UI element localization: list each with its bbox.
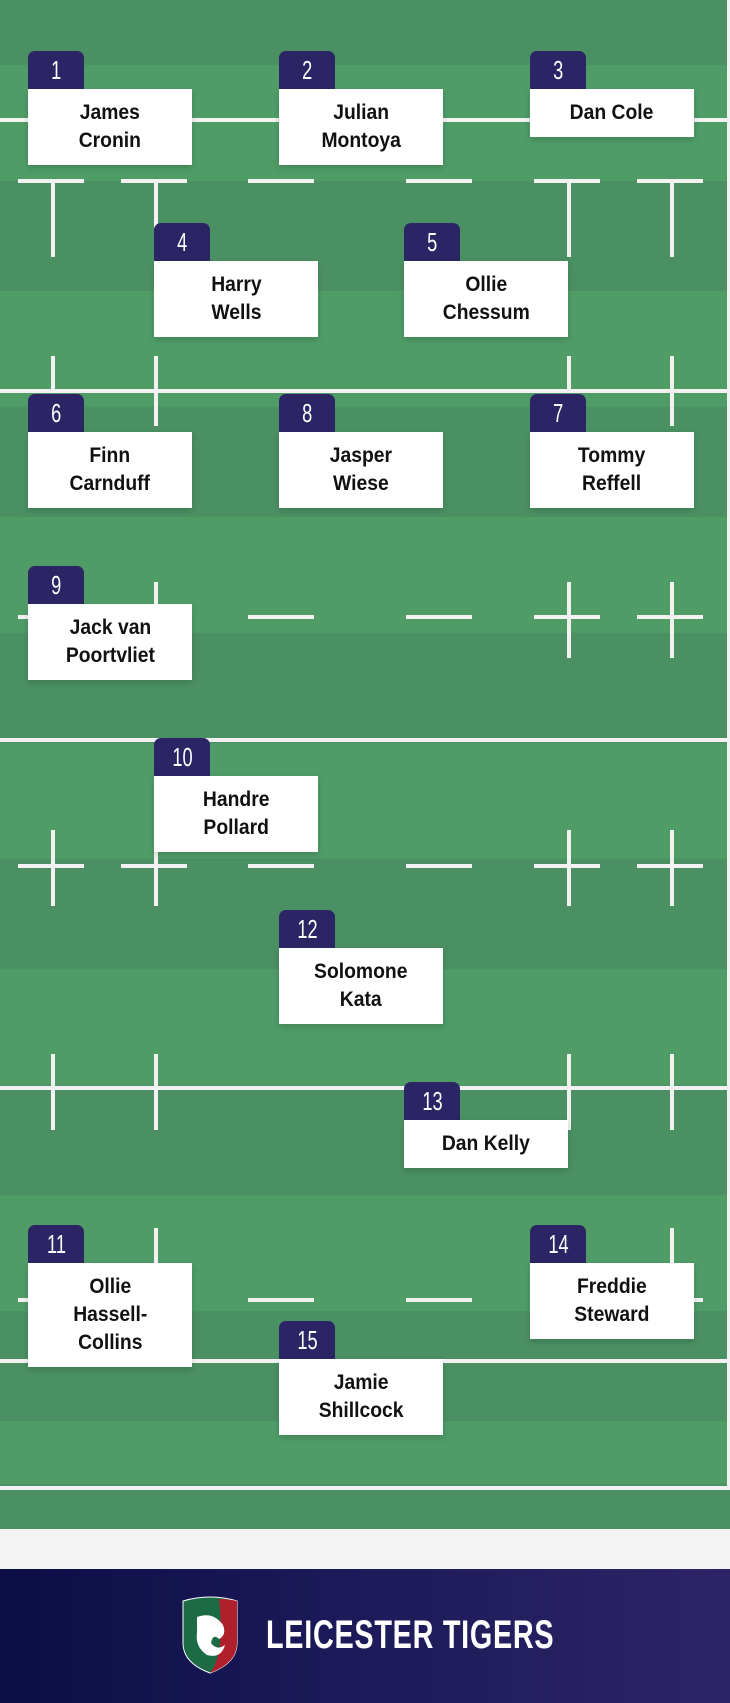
player-name: Finn Carnduff [69,444,151,495]
player-name: Tommy Reffell [578,444,646,495]
player-name: Handre Pollard [202,788,270,839]
pitch-line [0,389,730,393]
touch-line [727,0,730,1489]
player-name: Solomone Kata [314,960,408,1011]
jersey-number: 8 [279,394,335,432]
jersey-number: 6 [28,394,84,432]
pitch-line [0,738,730,742]
jersey-number: 15 [279,1321,335,1359]
player-name: Jack van Poortvliet [65,616,155,667]
footer-banner: LEICESTER TIGERS [0,1569,730,1703]
jersey-number: 9 [28,566,84,604]
jersey-number: 11 [28,1225,84,1263]
player-name: Dan Cole [570,101,654,124]
jersey-number: 10 [154,738,210,776]
player-name: Freddie Steward [574,1275,650,1326]
player-name: Harry Wells [210,273,262,324]
pitch-line [0,1486,730,1490]
jersey-number: 2 [279,51,335,89]
player-name: Ollie Chessum [442,273,530,324]
brand-name: LEICESTER TIGERS [266,1613,555,1657]
jersey-number: 3 [530,51,586,89]
player-name: Ollie Hassell- Collins [72,1275,148,1354]
jersey-number: 14 [530,1225,586,1263]
jersey-number: 1 [28,51,84,89]
player-name: Jamie Shillcock [318,1371,404,1422]
tiger-crest-logo-icon [182,1596,238,1674]
player-name: James Cronin [78,101,142,152]
pitch-line [0,1086,730,1090]
player-name: Jasper Wiese [329,444,393,495]
jersey-number: 7 [530,394,586,432]
jersey-number: 13 [404,1082,460,1120]
jersey-number: 5 [404,223,460,261]
jersey-number: 4 [154,223,210,261]
player-name: Julian Montoya [321,101,401,152]
jersey-number: 12 [279,910,335,948]
player-name: Dan Kelly [441,1132,531,1155]
